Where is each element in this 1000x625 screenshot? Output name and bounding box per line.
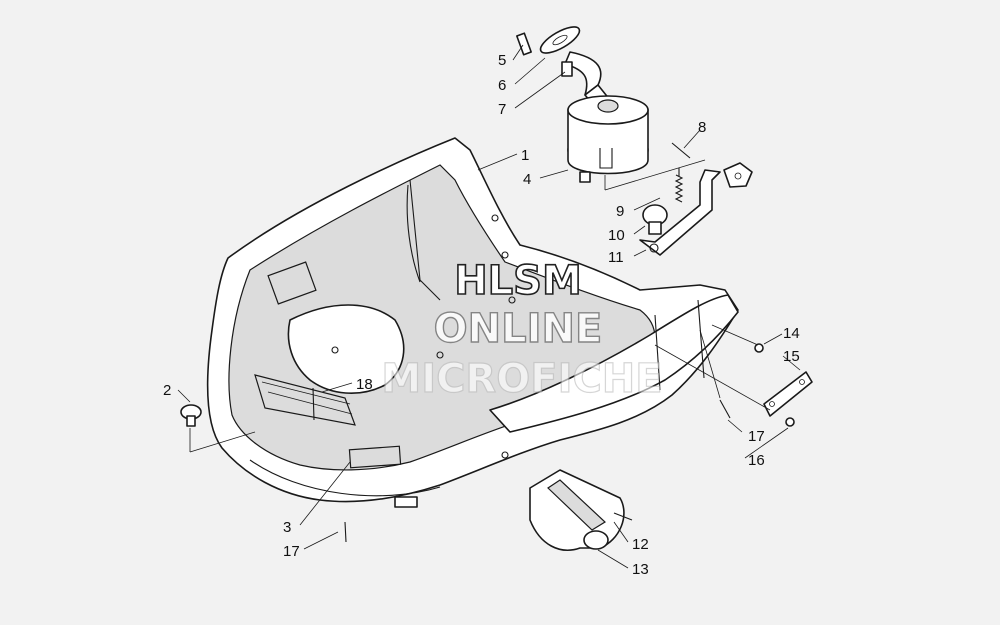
rivet-16-part: [785, 417, 795, 427]
belly-pan-part: [206, 137, 739, 508]
callout-4: 4: [523, 171, 531, 188]
callout-12: 12: [632, 536, 649, 553]
callout-18: 18: [356, 376, 373, 393]
callout-7: 7: [498, 101, 506, 118]
callout-1: 1: [521, 147, 529, 164]
rivet-17-left-part: [344, 521, 347, 543]
screw-12-part: [613, 512, 633, 521]
rivet-17-right-part: [719, 399, 731, 419]
screw-part: [671, 142, 691, 159]
nut-part: [561, 61, 573, 77]
leader-lines: [177, 44, 801, 569]
callout-13: 13: [632, 561, 649, 578]
spring-part: [674, 168, 684, 203]
exhaust-boot-part: [529, 469, 625, 551]
rivet-18-part: [312, 387, 315, 421]
callout-9: 9: [616, 203, 624, 220]
grommet-part: [642, 204, 668, 235]
callout-3: 3: [283, 519, 291, 536]
callout-2: 2: [163, 382, 171, 399]
callout-6: 6: [498, 77, 506, 94]
callout-10: 10: [608, 227, 625, 244]
watermark: HLSM ONLINE MICROFICHE: [381, 257, 663, 402]
plug-part: [180, 404, 202, 427]
callout-14: 14: [783, 325, 800, 342]
watermark-line-2: ONLINE: [434, 306, 603, 352]
watermark-line-1: HLSM: [454, 258, 582, 304]
stud-part: [516, 32, 532, 56]
callout-11: 11: [608, 249, 624, 266]
watermark-line-3: MICROFICHE: [381, 356, 662, 402]
callout-16: 16: [748, 452, 765, 469]
rivet-nut-part: [723, 162, 753, 188]
exhaust-gasket-part: [539, 26, 581, 54]
rivet-14-part: [754, 343, 764, 353]
callout-5: 5: [498, 52, 506, 69]
callout-17-right: 17: [748, 428, 765, 445]
callout-8: 8: [698, 119, 706, 136]
muffler-part: [564, 51, 649, 183]
callout-15: 15: [783, 348, 800, 365]
access-plate-part: [763, 371, 813, 417]
callout-17-left: 17: [283, 543, 300, 560]
bracket-part: [639, 169, 721, 256]
callouts: 1 2 3 4 5 6 7 8 9 10 11 12 13 14 15 16 1…: [163, 52, 800, 578]
